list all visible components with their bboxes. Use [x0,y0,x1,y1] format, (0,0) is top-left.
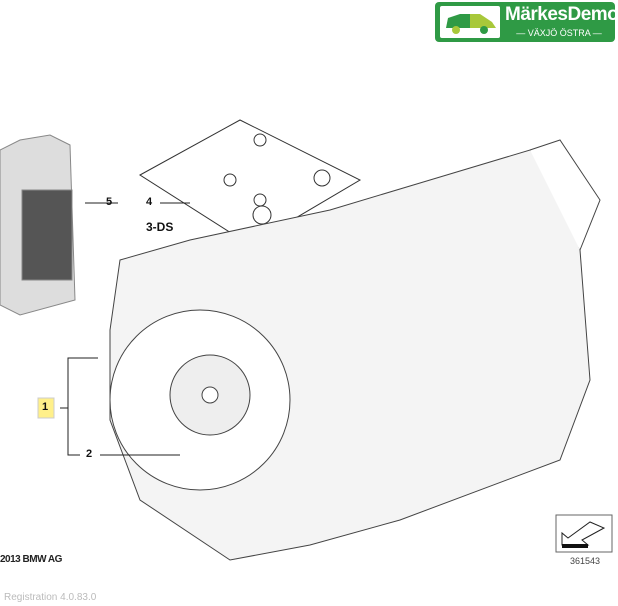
car-logo-icon [440,6,500,38]
callout-5[interactable]: 5 [106,196,113,208]
diagram-number: 361543 [570,556,601,566]
callout-lines [60,202,190,456]
logo-name: MärkesDemo [505,4,618,25]
callout-4[interactable]: 4 [146,196,153,208]
direction-arrow-icon [555,514,613,553]
callout-1-highlight [37,397,55,419]
brand-logo[interactable]: MärkesDemo — VÄXJÖ ÖSTRA — [435,2,618,42]
oil-bottle-image [0,134,76,316]
callout-2[interactable]: 2 [86,448,93,460]
callout-3-ds[interactable]: 3-DS [146,220,174,234]
seal-kit-image [139,119,362,246]
registration-version: Registration 4.0.83.0 [4,592,97,603]
transmission-image [109,139,601,561]
copyright-text: 2013 BMW AG [0,554,62,565]
callout-1[interactable]: 1 [42,401,49,413]
logo-subtitle: — VÄXJÖ ÖSTRA — [516,28,602,38]
